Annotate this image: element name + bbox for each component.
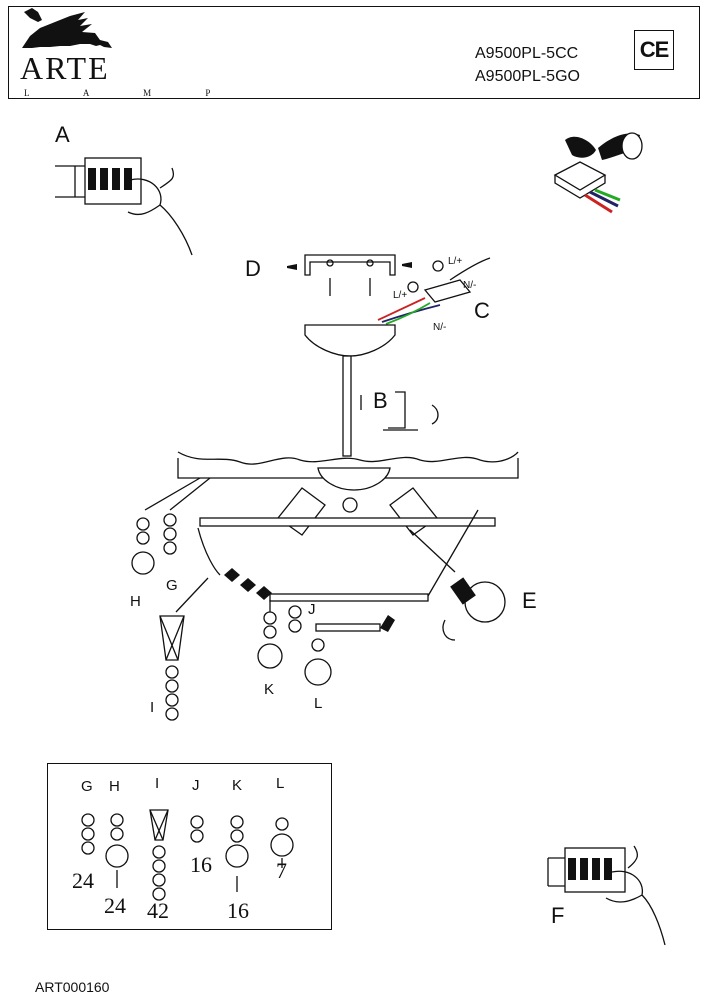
legend-label-j: J xyxy=(192,777,200,794)
part-label-h: H xyxy=(130,593,141,610)
legend-label-h: H xyxy=(109,778,120,795)
legend-count-l: 7 xyxy=(276,858,287,883)
wire-live-label-1: L/+ xyxy=(448,256,463,267)
brand-name: ARTE xyxy=(20,50,110,86)
chandelier-body xyxy=(177,451,519,632)
legend-count-g: 24 xyxy=(72,868,94,893)
ce-mark: CE xyxy=(634,30,674,70)
legend-label-g: G xyxy=(81,778,93,795)
step-f-illustration xyxy=(547,845,666,946)
parts-legend xyxy=(47,763,332,930)
light-bulb xyxy=(442,577,506,641)
step-d-label: D xyxy=(245,256,261,281)
legend-label-k: K xyxy=(232,777,243,794)
crystal-chain-l xyxy=(304,638,332,686)
part-label-l: L xyxy=(314,695,323,712)
legend-count-i: 42 xyxy=(147,898,169,923)
model-number-1: A9500PL-5CC xyxy=(475,45,579,62)
canopy-and-rod xyxy=(304,324,439,457)
model-number-2: A9500PL-5GO xyxy=(475,68,580,85)
legend-count-k: 16 xyxy=(227,898,249,923)
connector-illustration xyxy=(553,132,643,214)
wiring-terminal xyxy=(377,257,491,325)
step-a-illustration xyxy=(55,157,193,256)
step-e-label: E xyxy=(522,588,537,613)
legend-count-h: 24 xyxy=(104,893,126,918)
legend-label-i: I xyxy=(155,775,160,792)
crystal-prism-i xyxy=(159,615,185,721)
document-code: ART000160 xyxy=(35,979,110,995)
wire-neutral-label-2: N/- xyxy=(433,322,447,333)
step-b-label: B xyxy=(373,388,388,413)
part-label-i: I xyxy=(150,699,155,716)
legend-crystals xyxy=(81,809,294,901)
wire-neutral-label-1: N/- xyxy=(463,280,477,291)
winged-lion-logo xyxy=(22,8,112,48)
crystal-chain-h xyxy=(131,477,211,575)
legend-count-j: 16 xyxy=(190,852,212,877)
step-a-label: A xyxy=(55,122,70,147)
brand-subtitle: L A M P xyxy=(24,88,237,98)
legend-label-l: L xyxy=(276,775,285,792)
part-label-j: J xyxy=(308,601,316,618)
part-label-k: K xyxy=(264,681,275,698)
step-c-label: C xyxy=(474,298,490,323)
wire-live-label-2: L/+ xyxy=(393,290,408,301)
part-label-g: G xyxy=(166,577,178,594)
step-f-label: F xyxy=(551,903,565,928)
mounting-bracket xyxy=(287,254,412,296)
crystal-chain-g xyxy=(175,568,272,613)
crystal-chain-k xyxy=(257,600,283,669)
crystal-chain-j xyxy=(288,605,302,633)
header-box xyxy=(8,6,700,99)
